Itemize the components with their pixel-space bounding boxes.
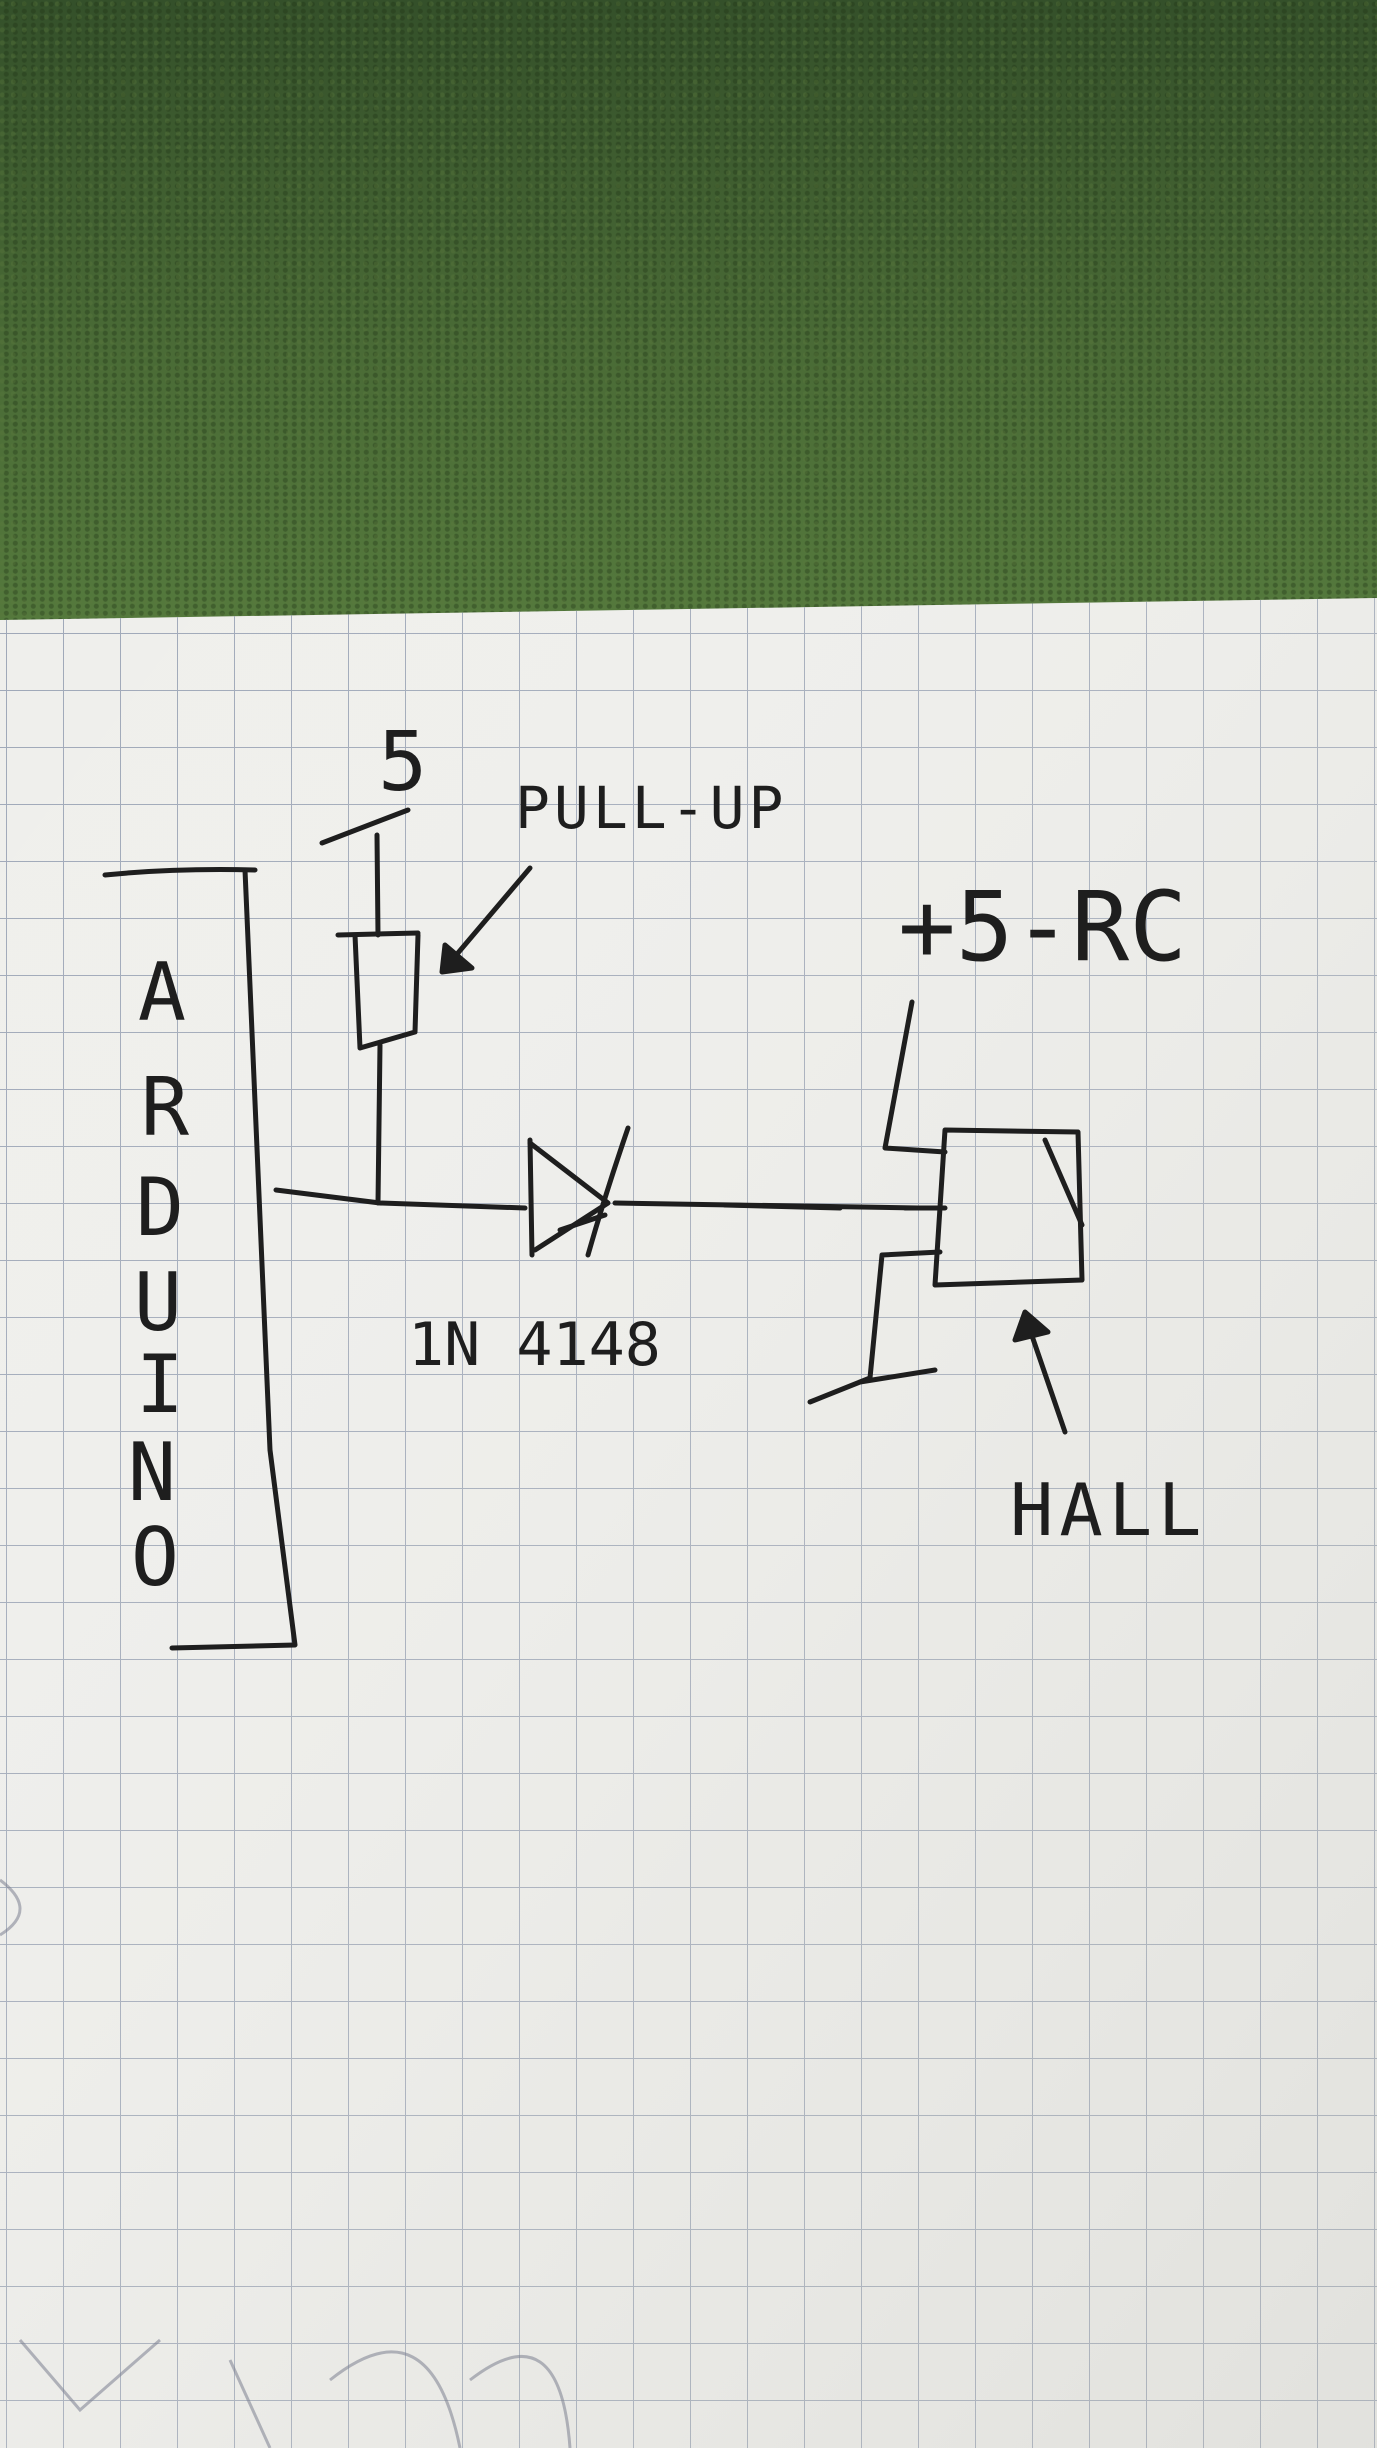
supply-5v-rail: [319, 807, 411, 846]
arduino-letter-u: U: [134, 1256, 182, 1349]
hall-arrow: [1012, 1309, 1068, 1435]
hall-sensor: [932, 1127, 1085, 1288]
label-hall: HALL: [1010, 1468, 1207, 1552]
pullup-resistor: [335, 832, 421, 1206]
diode: [527, 1125, 921, 1258]
faint-mark-left: [0, 1878, 22, 1937]
arduino-letter-n: N: [128, 1426, 176, 1519]
hall-gnd-lead: [807, 1249, 943, 1405]
signal-wire: [273, 1187, 528, 1211]
arduino-letter-r: R: [141, 1061, 190, 1154]
ground-line: [857, 1367, 938, 1385]
hall-vcc-lead: [882, 999, 948, 1155]
arduino-letter-o: O: [131, 1511, 179, 1604]
arduino-letter-a: A: [138, 946, 186, 1039]
arduino-letter-i: I: [136, 1338, 184, 1431]
arduino-letter-d: D: [136, 1161, 184, 1254]
faint-mark-bottom: [18, 2338, 572, 2448]
label-rc-supply: +5-RC: [898, 871, 1187, 983]
pullup-arrow: [439, 865, 533, 975]
label-pullup: PULL-UP: [515, 774, 787, 842]
label-arduino: A R D U I N O: [128, 946, 190, 1604]
arduino-board: [102, 867, 298, 1651]
label-diode: 1N 4148: [408, 1310, 661, 1380]
grass-background: [0, 0, 1377, 640]
label-supply-5v: 5: [378, 715, 427, 810]
